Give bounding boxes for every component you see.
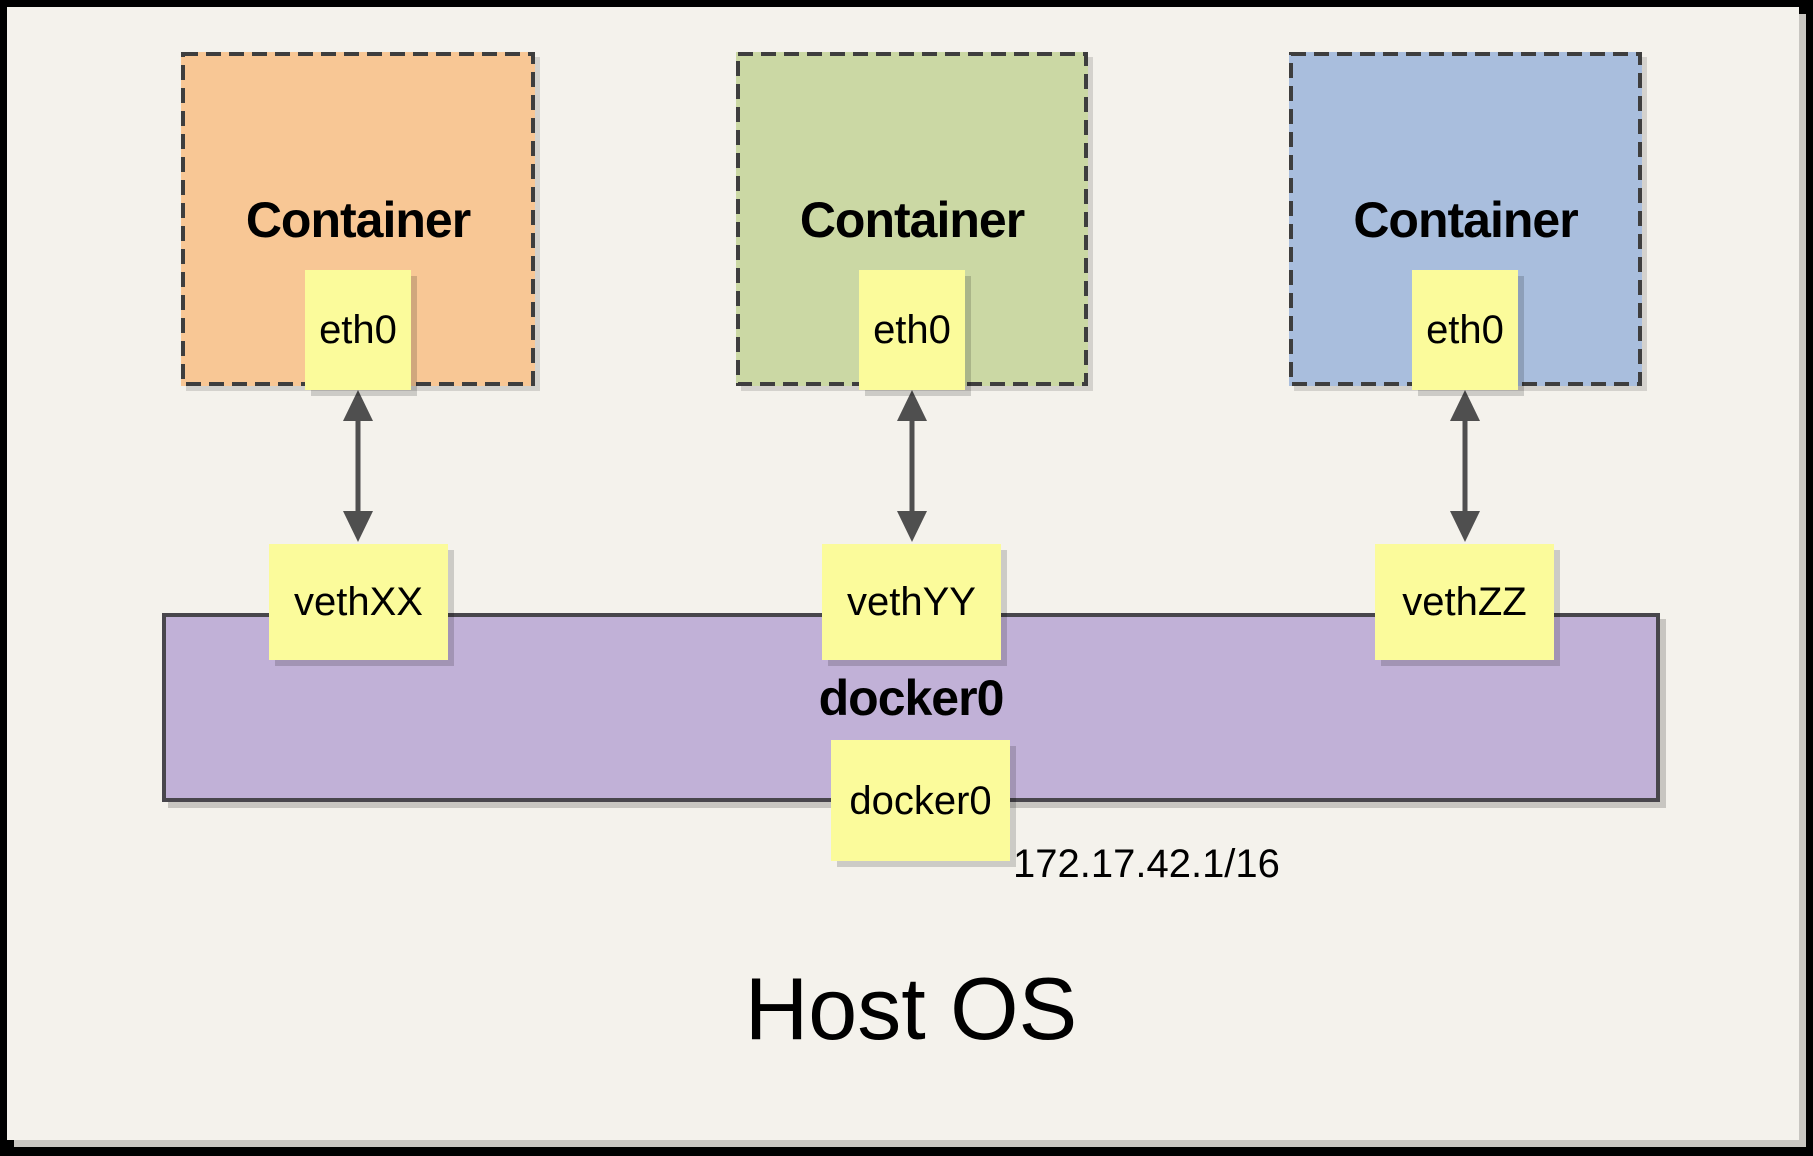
eth0-label: eth0 [319,308,397,352]
eth0-label: eth0 [873,308,951,352]
eth0-note-1: eth0 [305,270,411,390]
vethxx-label: vethXX [294,580,423,624]
vethyy-note: vethYY [822,544,1001,660]
diagram-canvas: Container Container Container eth0 eth0 … [7,7,1799,1140]
vethxx-note: vethXX [269,544,448,660]
eth0-note-2: eth0 [859,270,965,390]
bidirectional-arrow-1 [343,390,373,542]
vethzz-note: vethZZ [1375,544,1554,660]
vethyy-label: vethYY [847,580,976,624]
bidirectional-arrow-3 [1450,390,1480,542]
docker0-interface-label: docker0 [849,778,992,823]
host-os-label: Host OS [744,959,1078,1058]
bridge-ip-label: 172.17.42.1/16 [1013,842,1280,886]
docker0-bridge-label: docker0 [818,670,1005,726]
eth0-note-3: eth0 [1412,270,1518,390]
container-label: Container [799,192,1025,248]
bidirectional-arrow-2 [897,390,927,542]
eth0-label: eth0 [1426,308,1504,352]
docker0-interface-note: docker0 [831,740,1010,861]
container-label: Container [1353,192,1578,248]
vethzz-label: vethZZ [1402,580,1527,624]
container-label: Container [245,192,471,248]
